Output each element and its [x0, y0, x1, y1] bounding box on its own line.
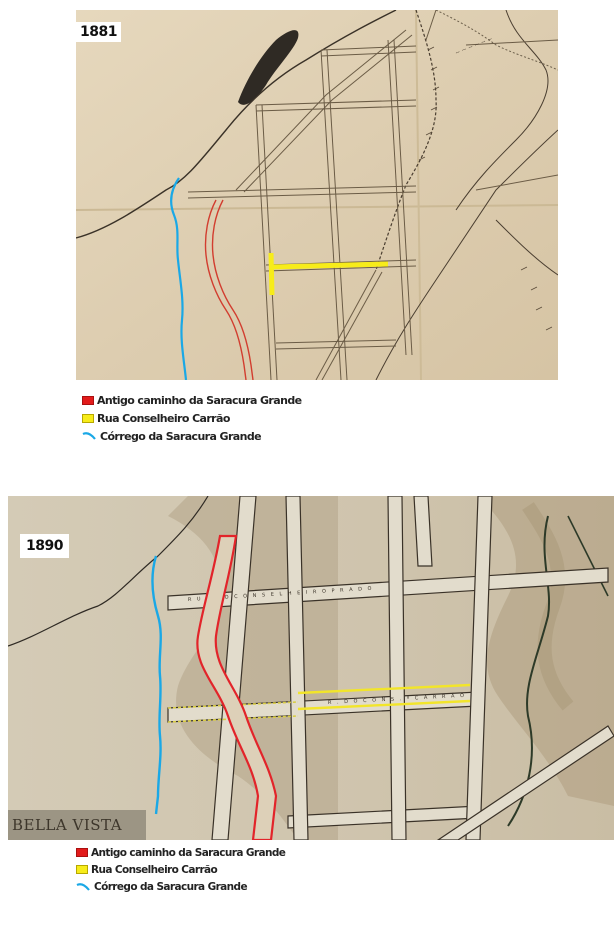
stream-saracura-1890 [151, 555, 162, 815]
red-square-icon [82, 395, 94, 405]
red-square-icon [76, 848, 88, 857]
rua-conselheiro-carrao-1881 [271, 261, 389, 270]
blue-line-icon [82, 432, 96, 440]
legend-label: Antigo caminho da Saracura Grande [91, 846, 286, 859]
legend-item: Rua Conselheiro Carrão [76, 861, 285, 878]
legend-label: Antigo caminho da Saracura Grande [97, 393, 302, 407]
map-year-label: 1881 [76, 22, 121, 42]
place-label-bella-vista: BELLA VISTA [8, 810, 146, 840]
stream-saracura-1881 [170, 177, 188, 380]
legend-item: Antigo caminho da Saracura Grande [82, 391, 302, 409]
rua-conselheiro-carrao-1890 [297, 683, 471, 695]
legend-item: Rua Conselheiro Carrão [82, 409, 301, 427]
map-1890-drawing: R U A D O C O N S E L H E I R O P R A D … [8, 496, 614, 840]
map-legend-1881: Antigo caminho da Saracura Grande Rua Co… [82, 391, 302, 445]
old-road-saracura-1881 [204, 199, 247, 380]
lake-shape [238, 30, 299, 105]
legend-item: Córrego da Saracura Grande [76, 878, 285, 895]
legend-label: Rua Conselheiro Carrão [91, 863, 218, 876]
legend-label: Rua Conselheiro Carrão [97, 411, 230, 425]
blue-line-icon [76, 882, 90, 891]
old-road-saracura-1890 [196, 534, 278, 840]
yellow-square-icon [76, 865, 88, 874]
map-1881-drawing: ~ ~ ~ ~ ~ ~ [76, 10, 558, 380]
map-year-label: 1890 [20, 534, 69, 558]
yellow-square-icon [82, 413, 94, 423]
legend-item: Córrego da Saracura Grande [82, 427, 301, 445]
map-1890: R U A D O C O N S E L H E I R O P R A D … [8, 496, 614, 840]
legend-label: Córrego da Saracura Grande [100, 429, 262, 443]
map-legend-1890: Antigo caminho da Saracura Grande Rua Co… [76, 844, 286, 895]
legend-label: Córrego da Saracura Grande [94, 880, 248, 893]
legend-item: Antigo caminho da Saracura Grande [76, 844, 286, 861]
map-1881: ~ ~ ~ ~ ~ ~ 1881 [76, 10, 558, 380]
